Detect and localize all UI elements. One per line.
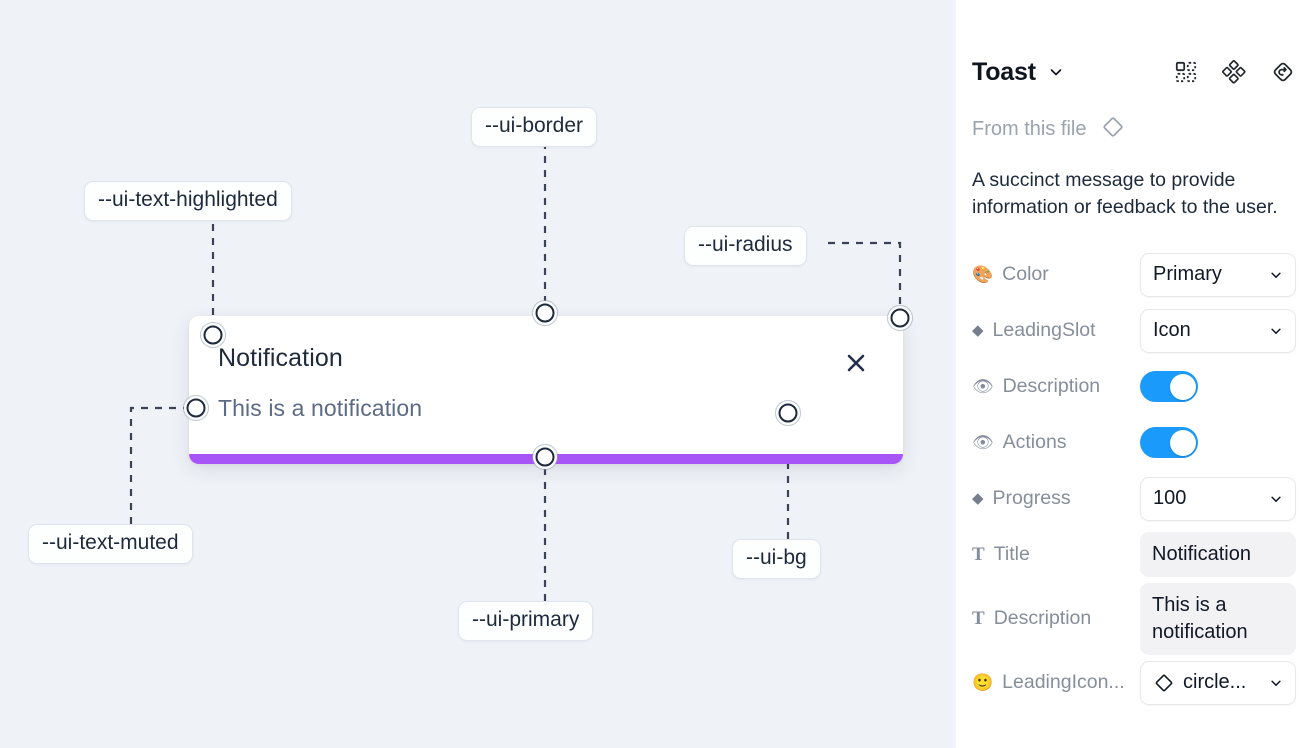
property-label-text: Description xyxy=(993,607,1092,630)
smiley-emoji-icon: 🙂 xyxy=(972,673,994,693)
property-label-leadingslot: ◆ LeadingSlot xyxy=(972,319,1140,342)
anchor-dot-bg[interactable] xyxy=(778,403,798,423)
token-label-ui-text-highlighted[interactable]: --ui-text-highlighted xyxy=(84,181,292,222)
diamond-icon xyxy=(1153,672,1175,694)
leadingicon-select[interactable]: circle... xyxy=(1140,660,1296,705)
panel-title: Toast xyxy=(972,57,1036,86)
chevron-down-icon xyxy=(1269,492,1283,506)
properties-panel: Toast xyxy=(956,0,1312,748)
property-label-description: 👁 Description xyxy=(972,375,1140,398)
toggle-knob xyxy=(1169,429,1196,456)
property-control-description xyxy=(1140,371,1296,403)
from-this-file-label: From this file xyxy=(972,118,1087,140)
text-icon: T xyxy=(972,608,985,630)
property-control-color: Primary xyxy=(1140,252,1296,297)
property-label-title: T Title xyxy=(972,543,1140,566)
panel-header: Toast xyxy=(972,44,1296,100)
property-list: 🎨 Color Primary ◆ LeadingSlot xyxy=(972,247,1296,711)
diamond-icon xyxy=(1100,114,1126,145)
text-icon: T xyxy=(972,544,985,566)
property-label-text: LeadingSlot xyxy=(992,319,1096,342)
variants-cluster-icon[interactable] xyxy=(1222,60,1246,84)
leadingslot-select-value: Icon xyxy=(1153,319,1191,342)
anchor-dot-radius[interactable] xyxy=(890,308,910,328)
property-label-actions: 👁 Actions xyxy=(972,431,1140,454)
color-select-value: Primary xyxy=(1153,263,1222,286)
anchor-dot-text-highlighted[interactable] xyxy=(203,325,223,345)
property-label-color: 🎨 Color xyxy=(972,263,1140,286)
panel-header-icons xyxy=(1174,59,1296,85)
anchor-dot-text-muted[interactable] xyxy=(186,398,206,418)
diamond-icon: ◆ xyxy=(972,490,984,508)
progress-select-value: 100 xyxy=(1153,487,1187,510)
toast-description: This is a notification xyxy=(218,395,423,421)
title-input[interactable]: Notification xyxy=(1140,532,1296,578)
property-row-leadingslot: ◆ LeadingSlot Icon xyxy=(972,303,1296,359)
leadingslot-select[interactable]: Icon xyxy=(1140,308,1296,353)
property-row-actions-toggle: 👁 Actions xyxy=(972,415,1296,471)
toast-title: Notification xyxy=(218,344,343,372)
toggle-knob xyxy=(1169,373,1196,400)
leadingicon-select-value: circle... xyxy=(1183,671,1247,694)
component-description: A succinct message to provide informatio… xyxy=(972,169,1278,218)
property-row-leadingicon: 🙂 LeadingIcon... circle... xyxy=(972,655,1296,711)
progress-select[interactable]: 100 xyxy=(1140,476,1296,521)
description-input[interactable]: This is a notification xyxy=(1140,582,1296,655)
eye-emoji-icon: 👁 xyxy=(972,377,994,397)
property-label-text: Description xyxy=(1002,375,1101,398)
description-toggle[interactable] xyxy=(1140,371,1198,403)
token-label-ui-border[interactable]: --ui-border xyxy=(471,107,598,148)
token-label-ui-bg[interactable]: --ui-bg xyxy=(732,539,821,580)
property-row-progress: ◆ Progress 100 xyxy=(972,471,1296,527)
chevron-down-icon xyxy=(1269,676,1283,690)
property-label-text: Color xyxy=(1002,263,1049,286)
component-set-icon[interactable] xyxy=(1174,60,1198,84)
close-icon[interactable] xyxy=(843,350,869,376)
property-control-description-text: This is a notification xyxy=(1140,582,1296,655)
property-label-text: Actions xyxy=(1002,431,1067,454)
property-label-leadingicon: 🙂 LeadingIcon... xyxy=(972,671,1140,694)
eye-emoji-icon: 👁 xyxy=(972,433,994,453)
palette-emoji-icon: 🎨 xyxy=(972,265,994,285)
property-label-progress: ◆ Progress xyxy=(972,487,1140,510)
chevron-down-icon[interactable] xyxy=(1048,64,1064,80)
token-label-ui-primary[interactable]: --ui-primary xyxy=(458,601,594,642)
property-label-text: LeadingIcon... xyxy=(1002,671,1125,694)
reset-instance-icon[interactable] xyxy=(1270,59,1296,85)
property-control-actions xyxy=(1140,427,1296,459)
property-label-text: Title xyxy=(993,543,1030,566)
property-control-title: Notification xyxy=(1140,532,1296,578)
token-label-ui-text-muted[interactable]: --ui-text-muted xyxy=(28,524,193,565)
chevron-down-icon xyxy=(1269,268,1283,282)
property-label-text: Progress xyxy=(992,487,1071,510)
token-label-ui-radius[interactable]: --ui-radius xyxy=(684,226,807,267)
anchor-dot-primary[interactable] xyxy=(535,447,555,467)
property-row-description-toggle: 👁 Description xyxy=(972,359,1296,415)
property-row-title: T Title Notification xyxy=(972,527,1296,583)
from-this-file-row[interactable]: From this file xyxy=(972,114,1296,145)
property-label-description-text: T Description xyxy=(972,607,1140,630)
anchor-dot-border[interactable] xyxy=(535,303,555,323)
toast-preview-card[interactable]: Notification This is a notification xyxy=(189,316,903,464)
chevron-down-icon xyxy=(1269,324,1283,338)
property-control-progress: 100 xyxy=(1140,476,1296,521)
actions-toggle[interactable] xyxy=(1140,427,1198,459)
property-control-leadingicon: circle... xyxy=(1140,660,1296,705)
property-row-color: 🎨 Color Primary xyxy=(972,247,1296,303)
color-select[interactable]: Primary xyxy=(1140,252,1296,297)
diamond-icon: ◆ xyxy=(972,322,984,340)
property-control-leadingslot: Icon xyxy=(1140,308,1296,353)
design-canvas[interactable]: Notification This is a notification --ui… xyxy=(0,0,956,748)
property-row-description-text: T Description This is a notification xyxy=(972,582,1296,655)
